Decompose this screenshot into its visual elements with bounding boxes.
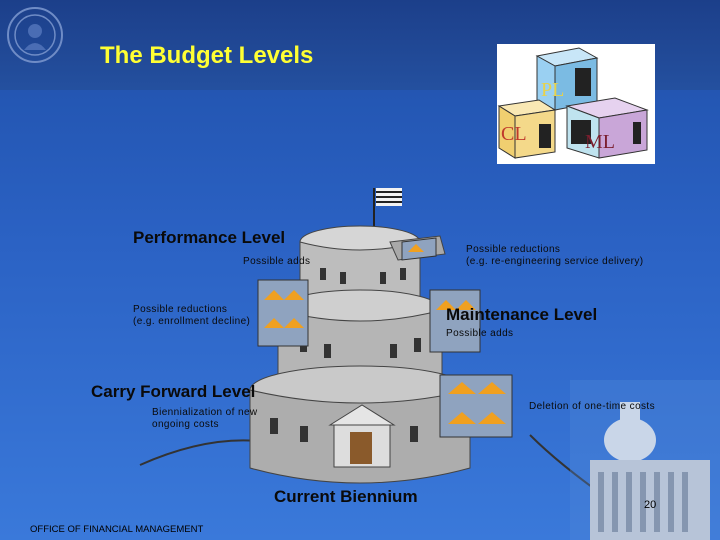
budget-tower-illustration	[249, 188, 513, 484]
possible-reductions-right-line2: (e.g. re-engineering service delivery)	[466, 256, 644, 267]
entrance	[328, 404, 396, 468]
shelf-right-bottom	[439, 374, 513, 438]
possible-reductions-right-line1: Possible reductions	[466, 244, 561, 255]
shelf-right-middle	[429, 289, 481, 353]
shelf-left-middle	[257, 279, 309, 347]
cl-block: CL	[497, 99, 557, 159]
performance-level-label: Performance Level	[133, 228, 286, 247]
maintenance-level-label: Maintenance Level	[446, 305, 598, 324]
possible-reductions-left-line2: (e.g. enrollment decline)	[133, 316, 251, 327]
page-number: 20	[644, 499, 657, 511]
svg-text:PL: PL	[541, 79, 564, 101]
shelf-top-right	[401, 237, 437, 261]
ml-block: ML	[565, 97, 649, 159]
biennialization-line2: ongoing costs	[152, 419, 219, 430]
carry-forward-level-label: Carry Forward Level	[91, 382, 256, 401]
possible-reductions-left-line1: Possible reductions	[133, 304, 228, 315]
svg-text:ML: ML	[585, 131, 615, 153]
capitol-building-image	[570, 380, 720, 540]
possible-adds-top-label: Possible adds	[243, 256, 311, 267]
pl-block: PL	[535, 47, 599, 111]
state-seal-icon	[7, 7, 63, 63]
svg-text:CL: CL	[501, 123, 527, 145]
budget-blocks-illustration: PL CL ML	[497, 44, 655, 164]
slide-title: The Budget Levels	[100, 42, 314, 69]
footer-text: OFFICE OF FINANCIAL MANAGEMENT	[30, 524, 204, 535]
deletion-label: Deletion of one-time costs	[529, 401, 656, 412]
current-biennium-label: Current Biennium	[274, 487, 418, 506]
possible-adds-right-label: Possible adds	[446, 328, 514, 339]
biennialization-line1: Biennialization of new	[152, 407, 258, 418]
flag-icon	[376, 188, 402, 206]
